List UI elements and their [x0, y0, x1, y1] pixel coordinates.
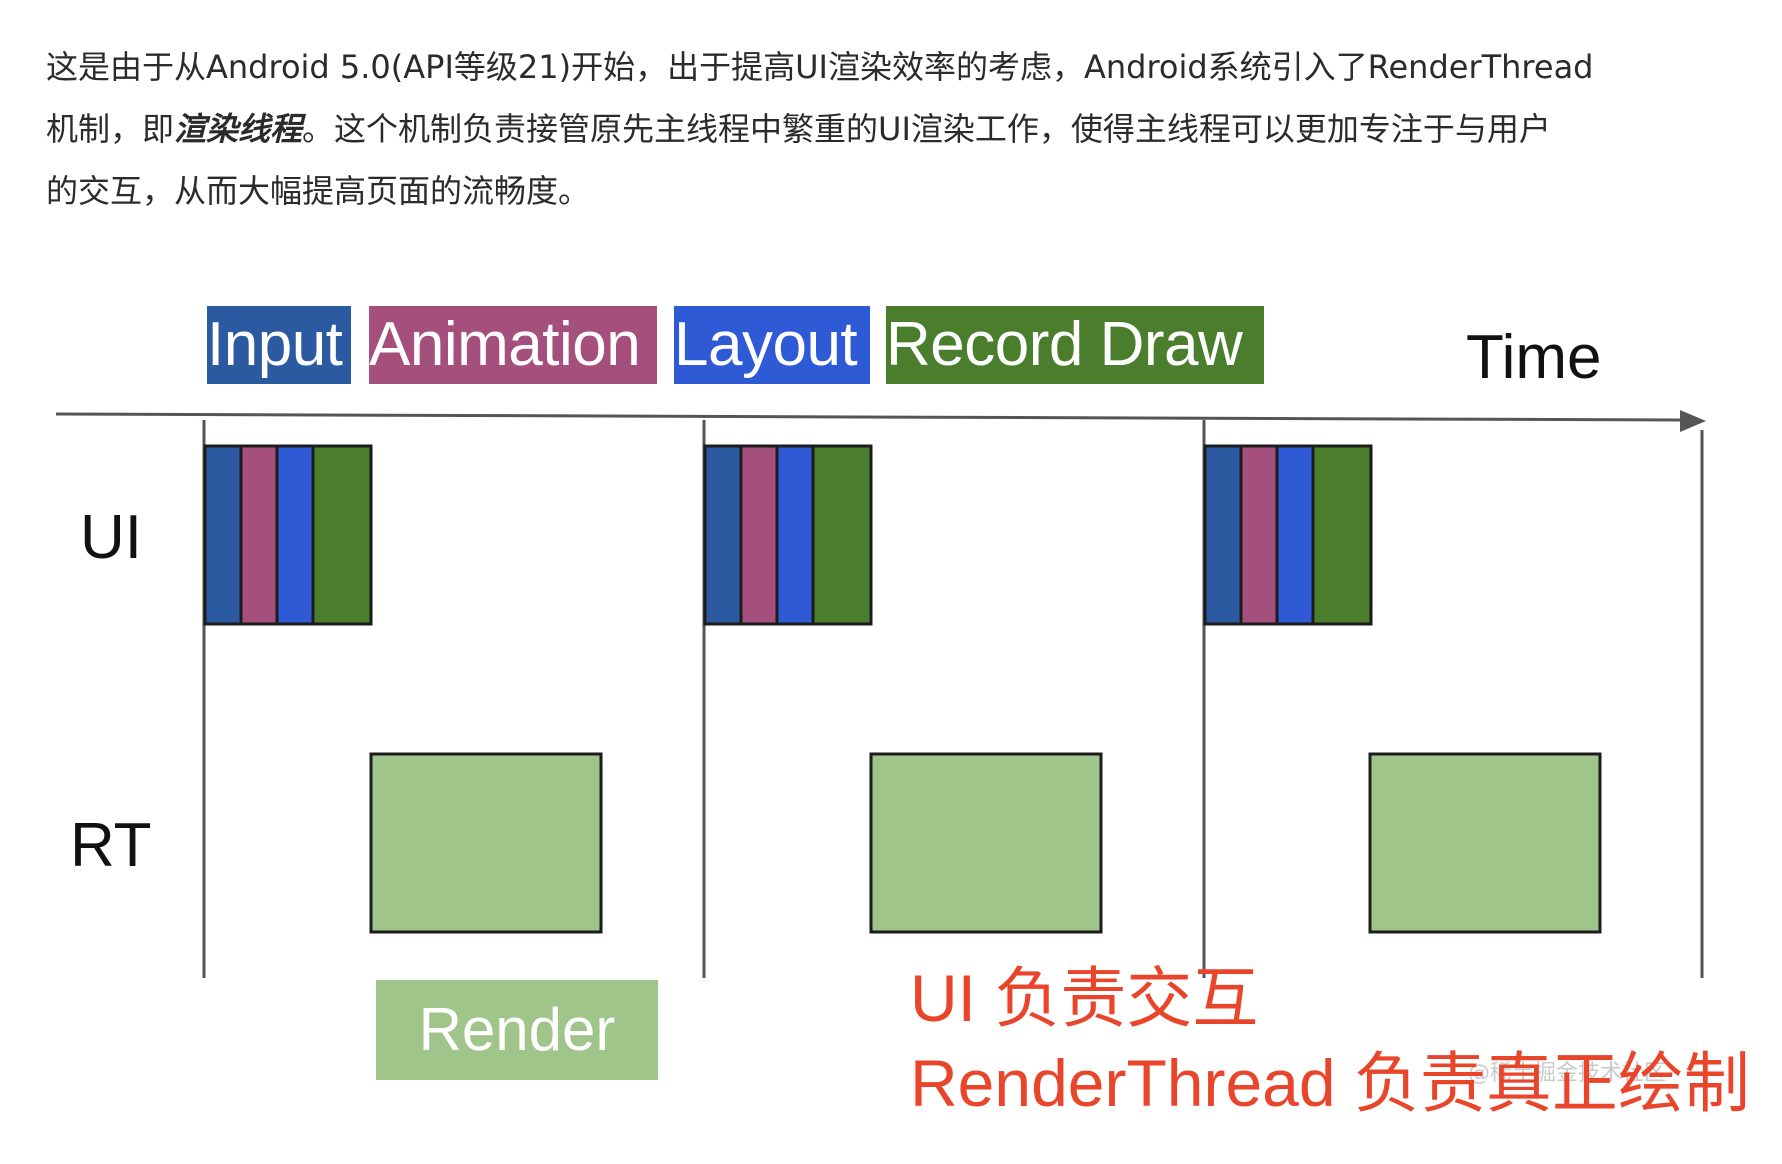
animation-block	[739, 444, 779, 626]
record-draw-block	[311, 444, 373, 626]
paragraph-line-1: 这是由于从Android 5.0(API等级21)开始，出于提高UI渲染效率的考…	[46, 48, 1594, 86]
rt-render-block-1	[369, 752, 603, 934]
annotation-line-2: RenderThread 负责真正绘制	[910, 1046, 1750, 1120]
paragraph-line-2: 机制，即渲染线程。这个机制负责接管原先主线程中繁重的UI渲染工作，使得主线程可以…	[46, 98, 1746, 160]
legend-input: Input	[207, 306, 351, 384]
animation-block	[239, 444, 279, 626]
ui-row-label: UI	[80, 503, 142, 572]
intro-paragraph: 这是由于从Android 5.0(API等级21)开始，出于提高UI渲染效率的考…	[46, 36, 1746, 222]
legend-layout: Layout	[674, 306, 870, 384]
rt-row-label: RT	[70, 811, 152, 880]
ui-frame-1	[203, 444, 373, 626]
input-block	[203, 444, 243, 626]
legend-record-draw-label: Record Draw	[886, 310, 1243, 379]
paragraph-line-2-end: 。这个机制负责接管原先主线程中繁重的UI渲染工作，使得主线程可以更加专注于与用户	[302, 110, 1551, 148]
legend-record-draw: Record Draw	[886, 306, 1264, 384]
time-arrow-head	[1680, 410, 1706, 432]
render-thread-emphasis: 渲染线程	[174, 110, 303, 148]
ui-frame-3	[1203, 444, 1373, 626]
legend-animation: Animation	[369, 306, 657, 384]
layout-block	[1275, 444, 1315, 626]
legend-layout-label: Layout	[674, 310, 858, 379]
time-label: Time	[1466, 323, 1602, 392]
animation-block	[1239, 444, 1279, 626]
rt-render-block-2	[869, 752, 1103, 934]
ui-frame-2	[703, 444, 873, 626]
paragraph-line-2-start: 机制，即	[46, 110, 175, 148]
rt-render-block-3	[1368, 752, 1602, 934]
layout-block	[775, 444, 815, 626]
input-block	[703, 444, 743, 626]
record-draw-block	[811, 444, 873, 626]
input-block	[1203, 444, 1243, 626]
paragraph-line-3: 的交互，从而大幅提高页面的流畅度。	[46, 172, 591, 210]
layout-block	[275, 444, 315, 626]
annotation-line-1: UI 负责交互	[910, 961, 1259, 1035]
legend-input-label: Input	[207, 310, 343, 379]
legend-animation-label: Animation	[369, 310, 641, 379]
record-draw-block	[1311, 444, 1373, 626]
render-label-box: Render	[376, 980, 658, 1080]
render-label: Render	[418, 996, 616, 1063]
time-axis	[55, 412, 1681, 422]
watermark: @稀土掘金技术社区	[1468, 1061, 1667, 1086]
